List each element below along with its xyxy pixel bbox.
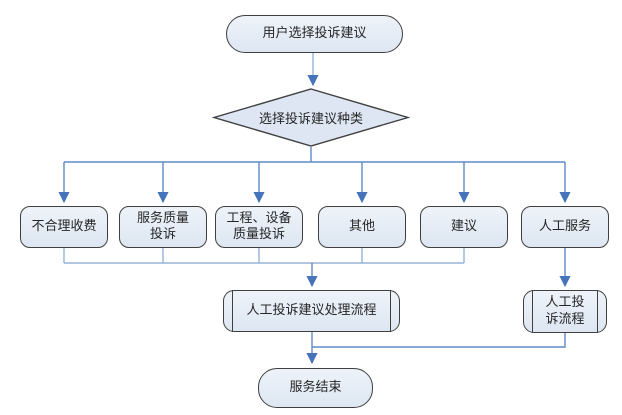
predefined-process-left-bar [232,290,233,332]
node-category-service-quality-label: 服务质量 投诉 [136,210,189,242]
node-decision-label: 选择投诉建议种类 [258,112,363,127]
decision-diamond-shape [212,88,410,147]
node-process-manual-complaint-suggestion-handling: 人工投诉建议处理流程 [223,290,400,332]
node-category-engineering-equipment-quality-complaint: 工程、设备 质量投诉 [215,206,303,248]
node-process-main-label: 人工投诉建议处理流程 [246,302,377,318]
node-category-suggestion: 建议 [420,206,508,248]
node-category-manual-service: 人工服务 [521,206,609,248]
predefined-process-right-bar [597,290,598,333]
node-category-other-label: 其他 [348,218,375,234]
node-decision: 选择投诉建议种类 [212,88,410,147]
node-process-manual-complaint-flow: 人工投 诉流程 [523,290,607,333]
connector-manual-process-return [312,333,566,348]
node-start-label: 用户选择投诉建议 [262,25,367,41]
node-end-terminator: 服务结束 [258,368,373,408]
node-process-manual-label: 人工投 诉流程 [545,295,585,327]
predefined-process-right-bar [390,290,391,332]
node-start-terminator: 用户选择投诉建议 [226,15,403,53]
predefined-process-left-bar [532,290,533,333]
node-category-other: 其他 [318,206,406,248]
node-category-unreasonable-fee: 不合理收费 [20,206,108,248]
node-category-manual-service-label: 人工服务 [538,218,591,234]
node-category-engineering-equip-label: 工程、设备 质量投诉 [226,210,292,242]
node-category-unreasonable-fee-label: 不合理收费 [31,218,97,234]
node-end-label: 服务结束 [289,379,342,395]
node-category-suggestion-label: 建议 [450,218,477,234]
node-category-service-quality-complaint: 服务质量 投诉 [119,206,207,248]
